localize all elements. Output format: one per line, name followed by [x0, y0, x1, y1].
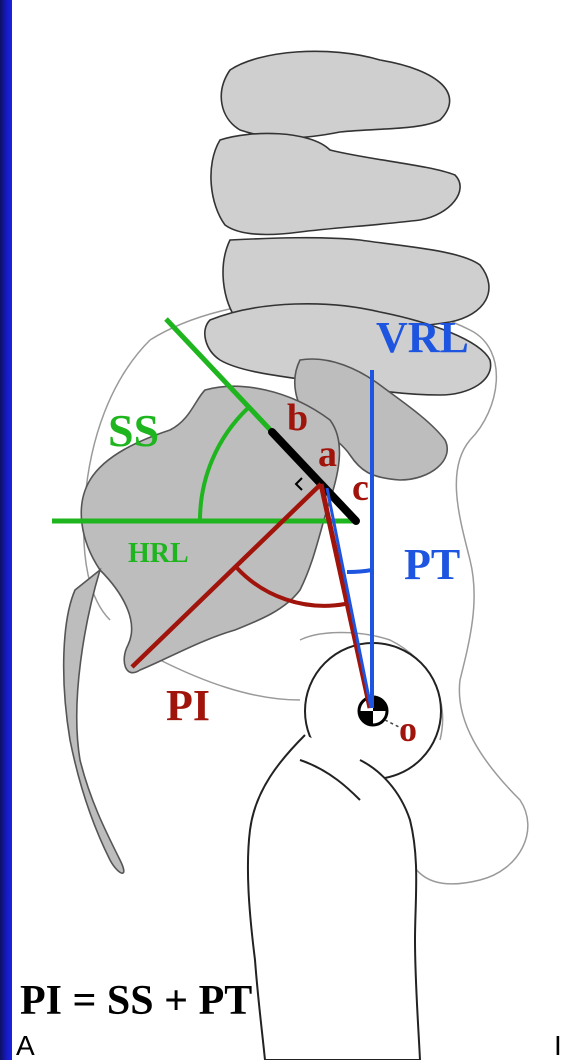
panel-letter-a: A: [16, 1030, 35, 1060]
point-c-label: c: [352, 467, 369, 509]
point-a-label: a: [318, 433, 337, 475]
femur: [248, 643, 441, 1060]
ss-label: SS: [108, 405, 159, 456]
panel-letter-next: I: [554, 1030, 562, 1060]
point-b-label: b: [287, 397, 308, 439]
pi-label: PI: [166, 681, 210, 730]
vrl-label: VRL: [376, 313, 469, 362]
point-o-label: o: [399, 709, 417, 749]
pt-angle-arc: [347, 570, 372, 572]
formula-text: PI = SS + PT: [20, 978, 252, 1024]
pt-label: PT: [404, 540, 460, 589]
hrl-label: HRL: [128, 538, 189, 569]
